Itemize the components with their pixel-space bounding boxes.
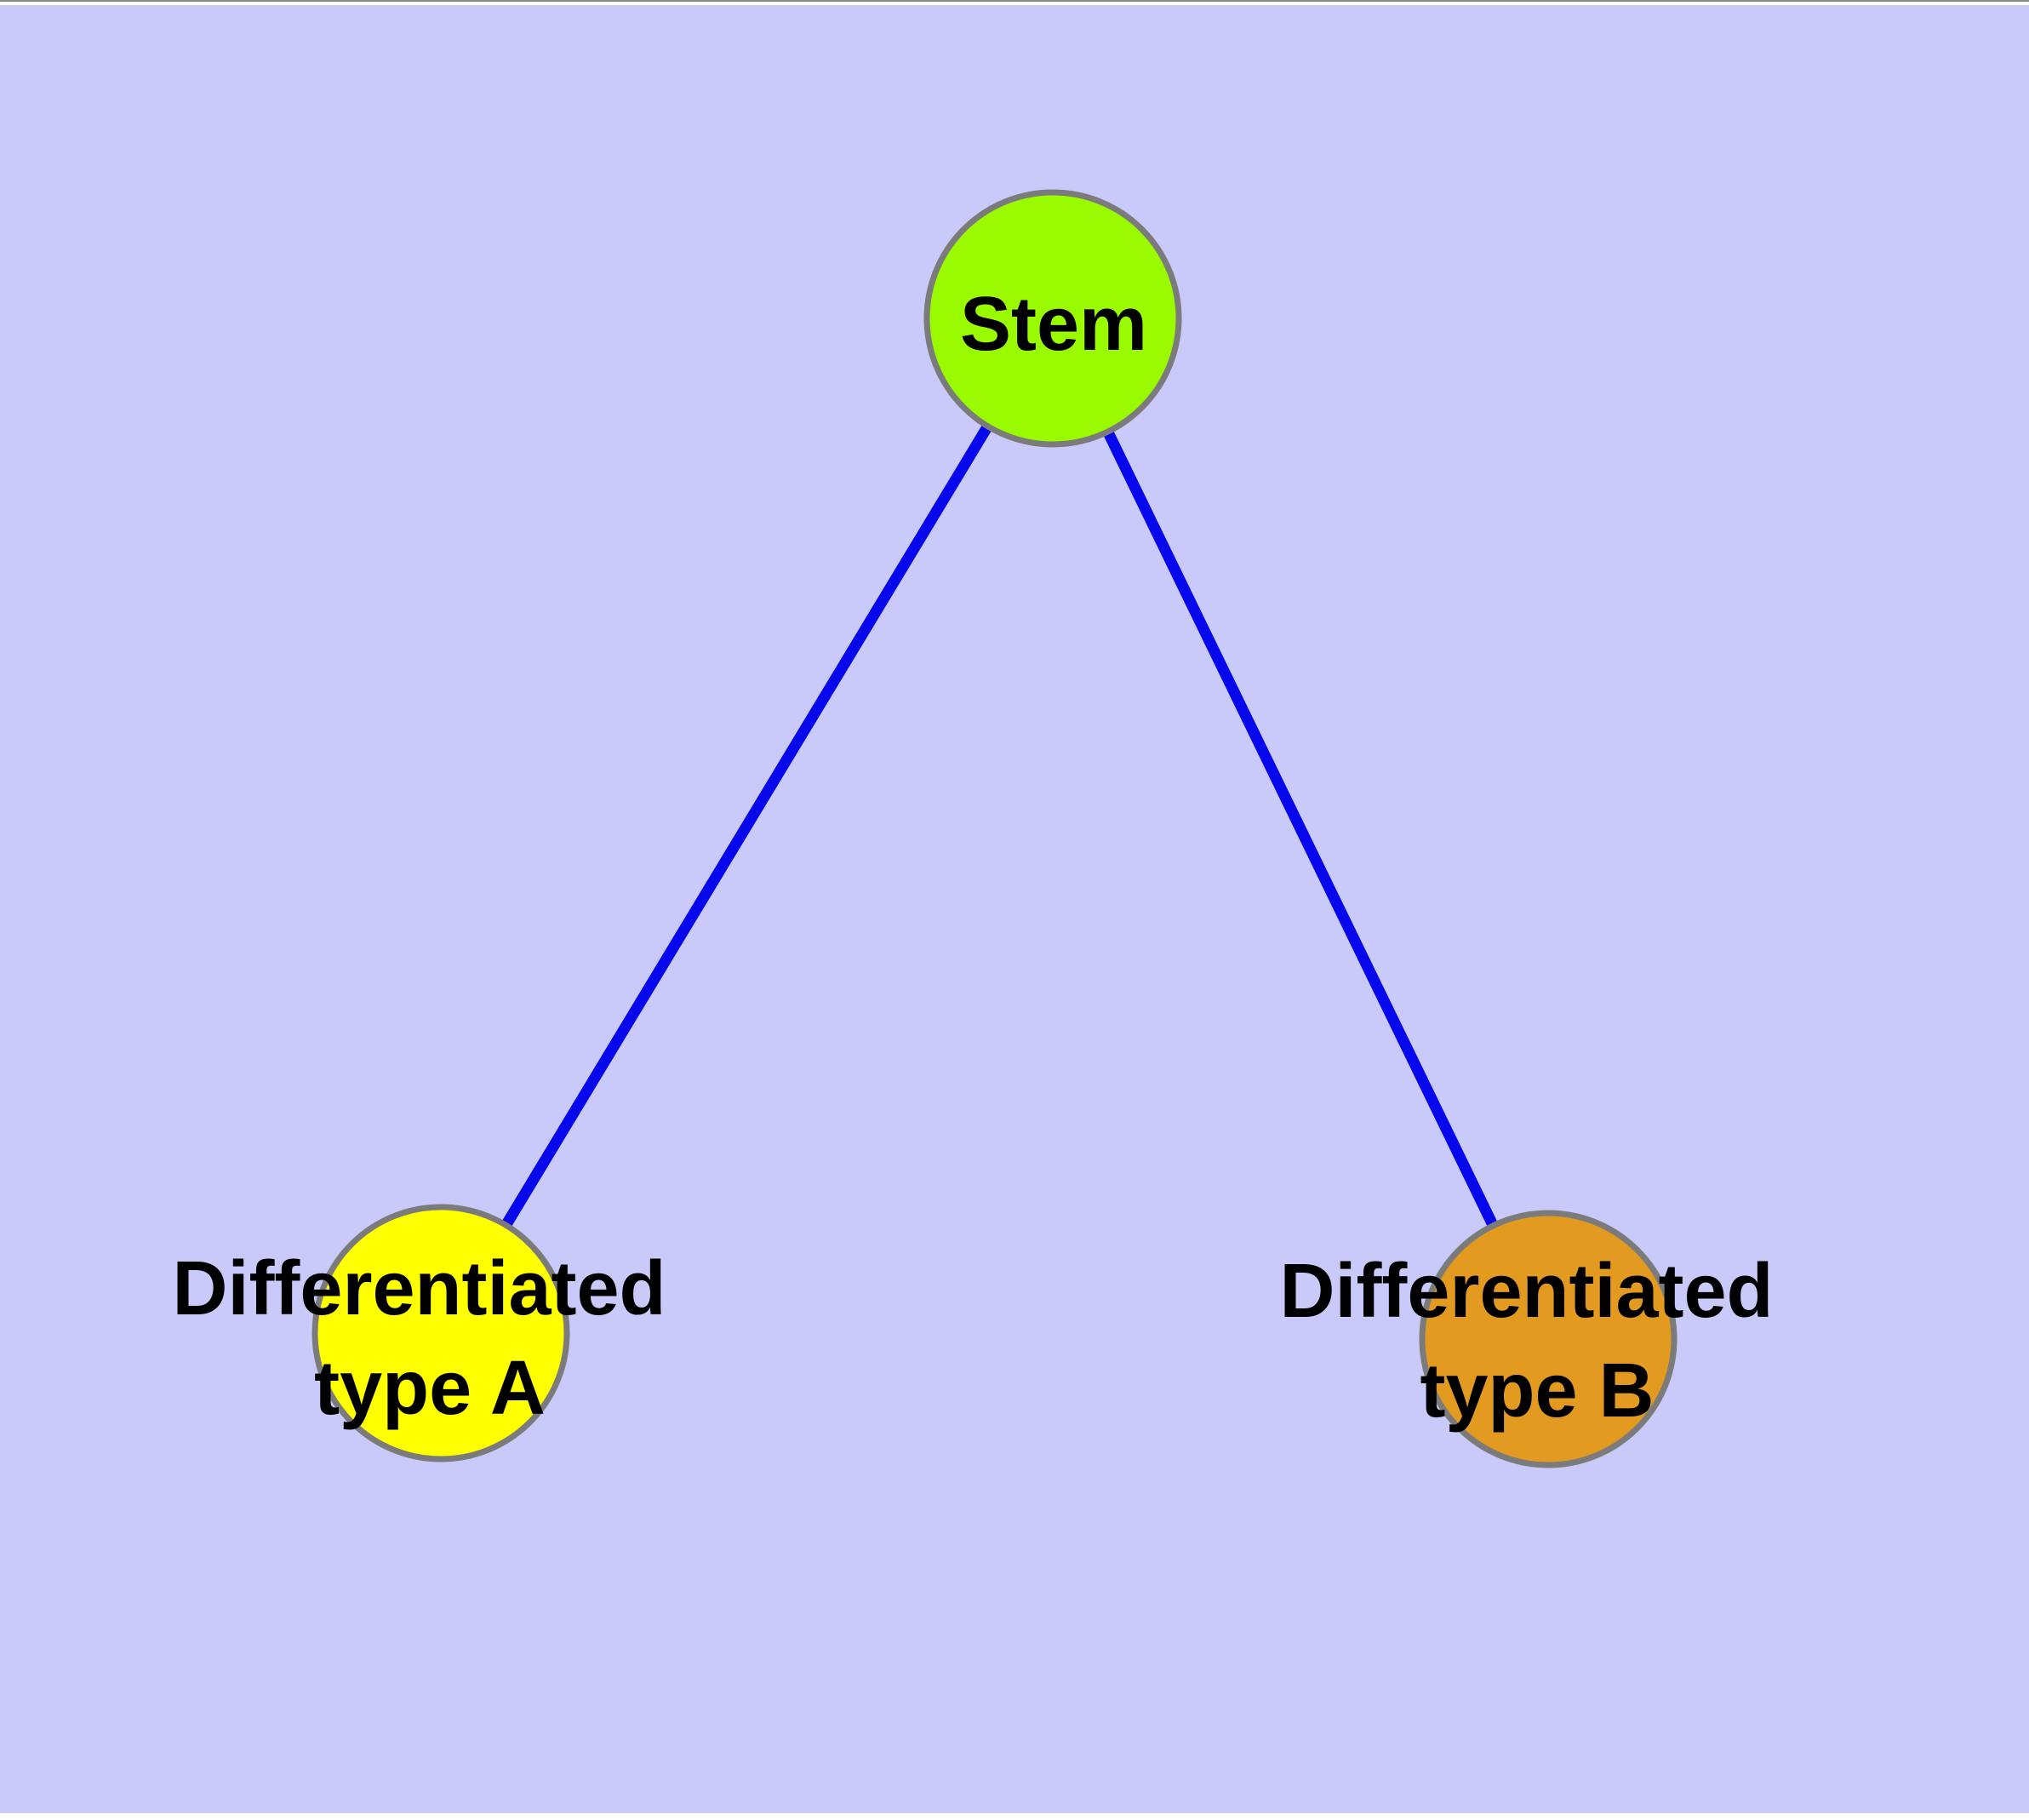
- node-type-a-label-line2: type A: [314, 1346, 546, 1431]
- top-border-line: [0, 0, 2029, 2]
- node-type-b-label-line1: Differentiated: [1279, 1249, 1773, 1334]
- node-differentiated-type-a: [311, 1204, 570, 1462]
- node-differentiated-type-b: [1419, 1210, 1677, 1468]
- node-type-a-label-line1: Differentiated: [172, 1246, 666, 1331]
- node-stem-label: Stem: [960, 282, 1147, 367]
- node-type-a-label: Differentiated type A: [172, 1246, 687, 1431]
- edge-stem-to-type-a: [436, 315, 1058, 1336]
- node-type-b-label: Differentiated type B: [1279, 1249, 1794, 1434]
- node-type-b-label-line2: type B: [1420, 1348, 1654, 1434]
- node-stem: [923, 189, 1182, 448]
- edge-stem-to-type-b: [1048, 316, 1553, 1342]
